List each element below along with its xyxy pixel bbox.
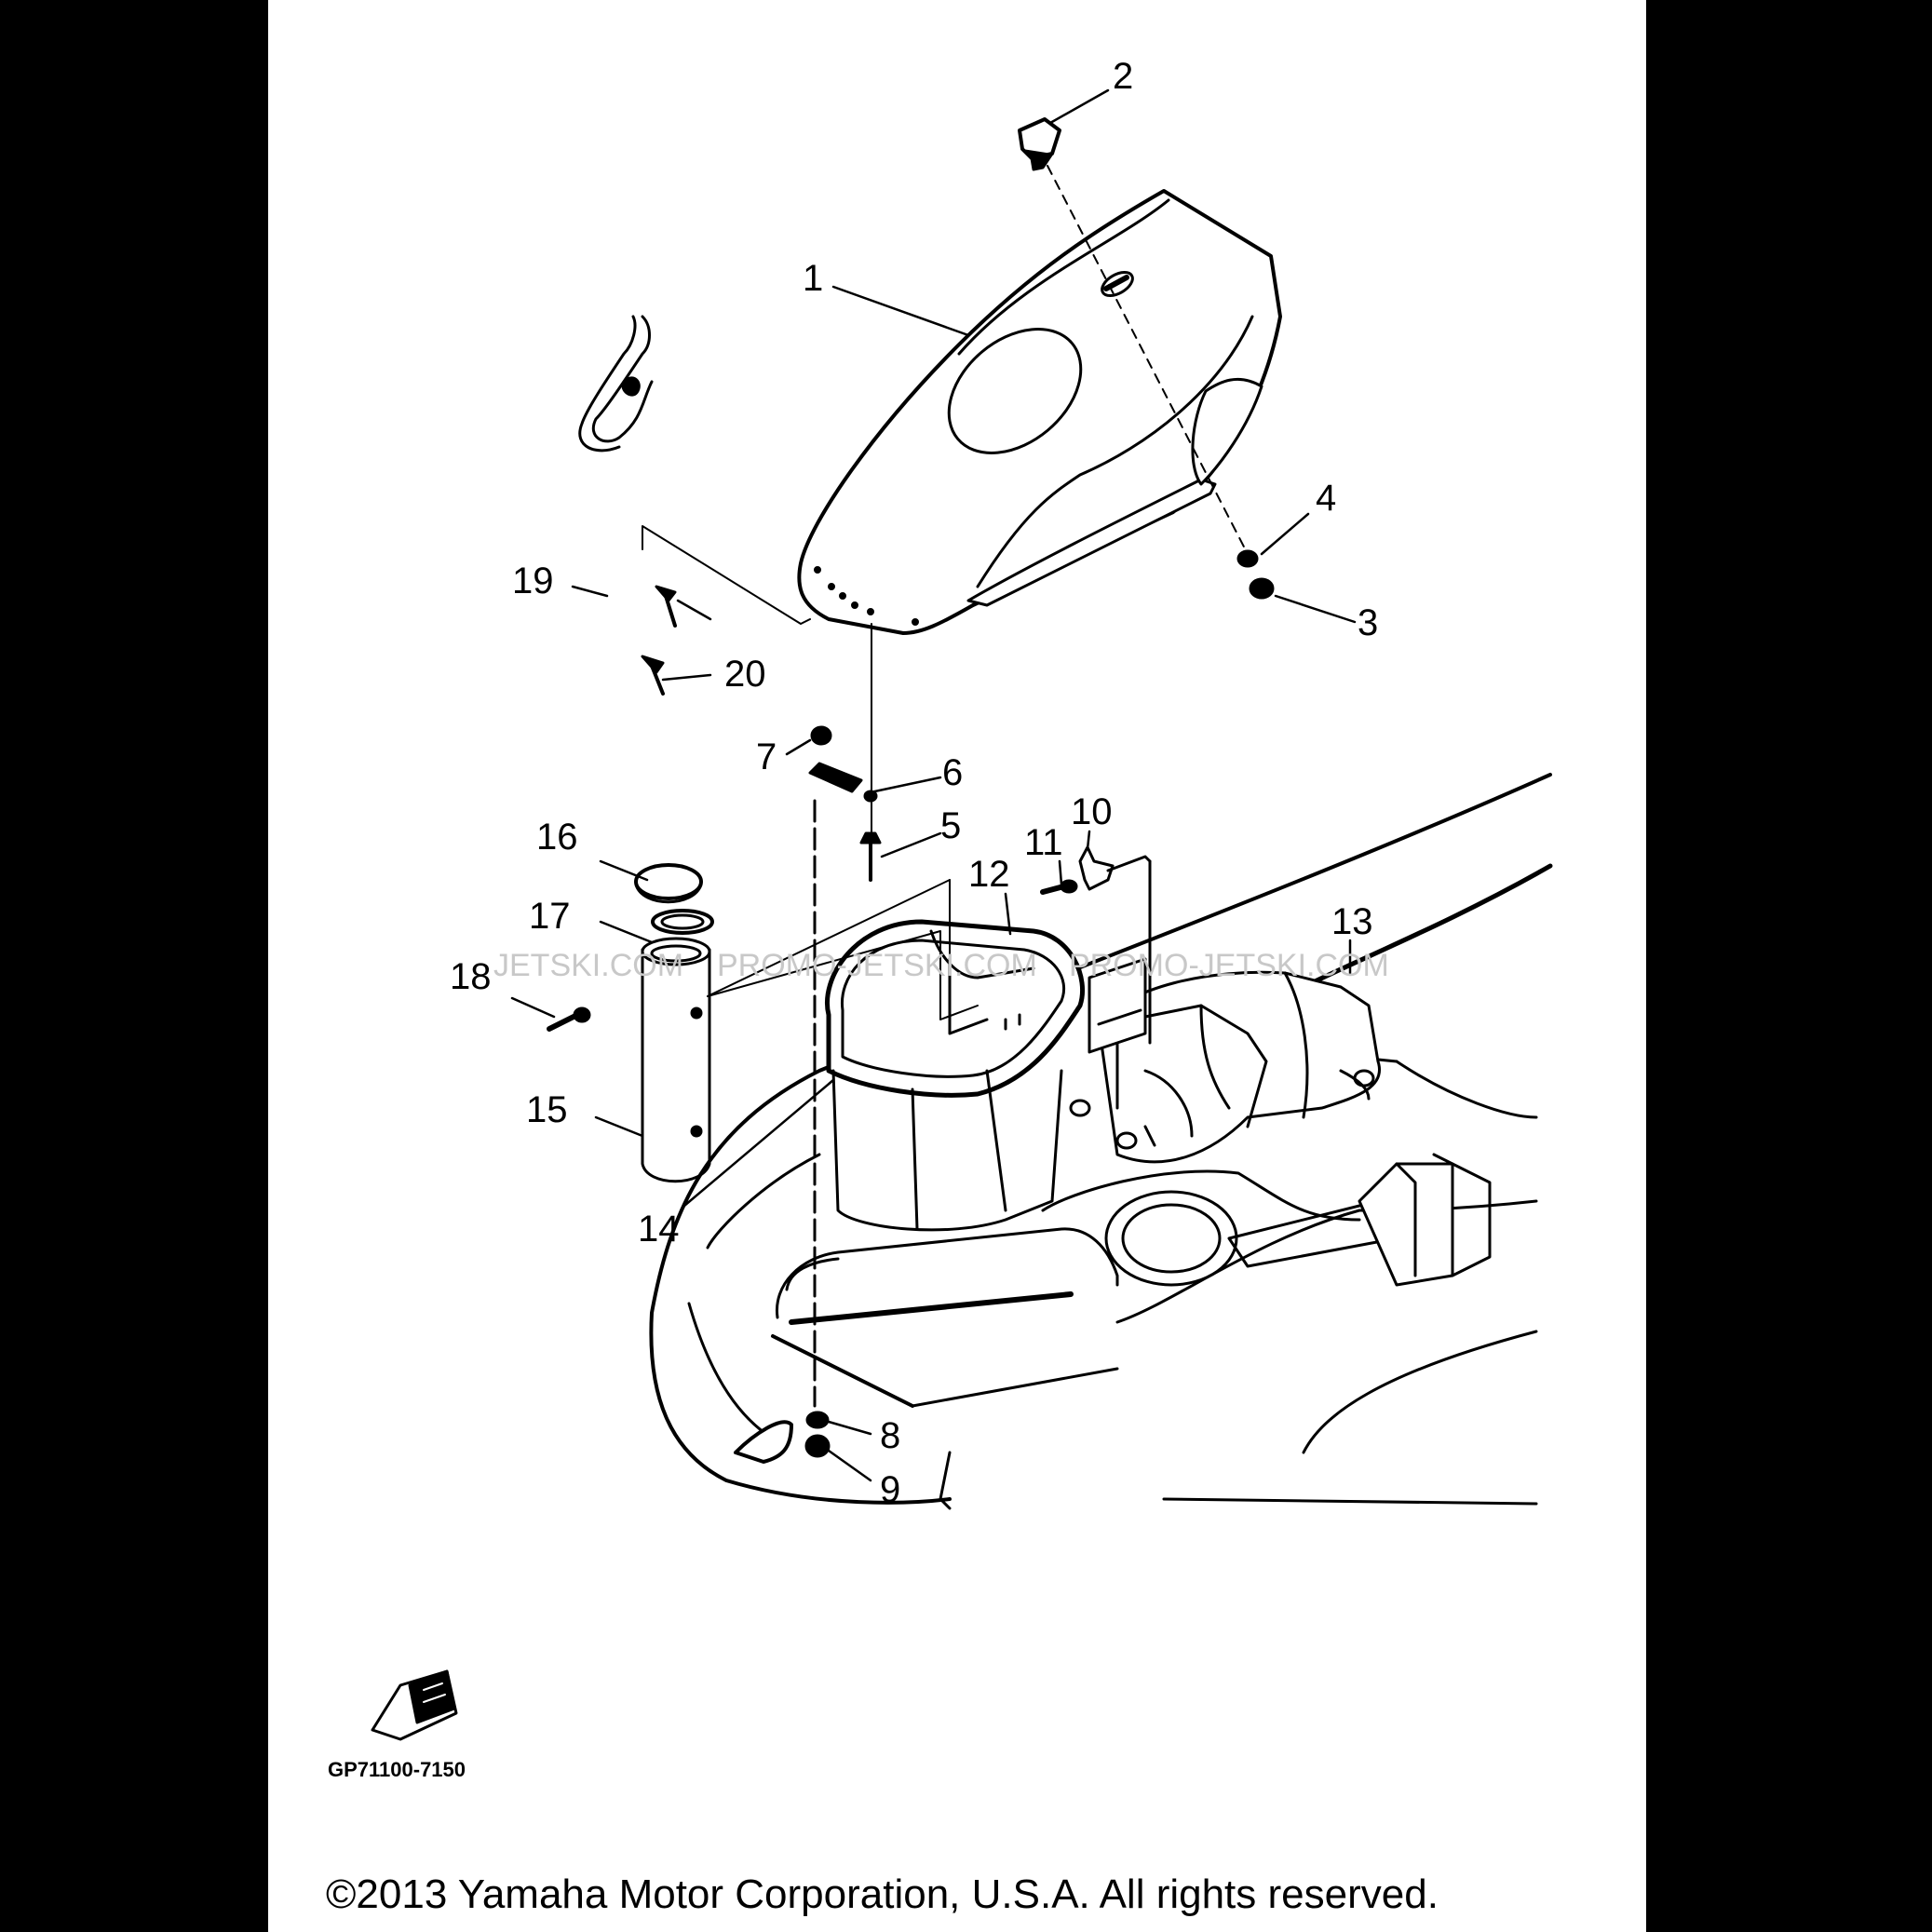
callout-11: 11 xyxy=(1024,822,1063,863)
callout-1: 1 xyxy=(803,258,823,299)
callout-20: 20 xyxy=(724,654,766,695)
front-direction-icon xyxy=(371,1669,458,1741)
callout-19: 19 xyxy=(512,561,554,601)
tube-assembly xyxy=(547,863,979,1183)
callout-17: 17 xyxy=(529,896,571,937)
callout-5: 5 xyxy=(940,805,961,846)
callout-2: 2 xyxy=(1113,56,1133,97)
callout-7: 7 xyxy=(756,736,777,777)
watermark-1: JETSKI.COM xyxy=(493,948,683,983)
knob-part xyxy=(1018,117,1061,171)
part-code: GP71100-7150 xyxy=(328,1758,466,1781)
nut-washer-parts xyxy=(1236,549,1275,600)
callout-4: 4 xyxy=(1316,478,1336,519)
storage-basket xyxy=(825,919,1086,1232)
callout-10: 10 xyxy=(1071,791,1113,832)
callout-12: 12 xyxy=(968,854,1010,895)
callout-18: 18 xyxy=(450,956,492,997)
watermark: JETSKI.COM PROMO-JETSKI.COM PROMO-JETSKI… xyxy=(493,948,1389,983)
copyright-footer: ©2013 Yamaha Motor Corporation, U.S.A. A… xyxy=(326,1871,1439,1917)
callout-13: 13 xyxy=(1331,901,1373,942)
callout-leaders xyxy=(510,88,1357,1482)
callout-3: 3 xyxy=(1358,602,1378,643)
callout-16: 16 xyxy=(536,817,578,858)
callout-6: 6 xyxy=(942,752,963,793)
bracket-screw xyxy=(1040,845,1152,895)
callout-15: 15 xyxy=(526,1089,568,1130)
callout-labels: 1 2 3 4 5 6 7 8 9 10 11 12 13 14 15 16 1… xyxy=(450,56,1378,1510)
callout-8: 8 xyxy=(880,1415,900,1456)
strap-rivets xyxy=(578,315,677,696)
watermark-2: PROMO-JETSKI.COM xyxy=(717,948,1037,983)
storage-box-assembly xyxy=(1069,859,1382,1164)
callout-9: 9 xyxy=(880,1469,900,1510)
watermark-3: PROMO-JETSKI.COM xyxy=(1069,948,1389,983)
latch-parts xyxy=(808,623,882,882)
callout-14: 14 xyxy=(638,1209,680,1250)
hull-body xyxy=(649,773,1553,1510)
hatch-cover xyxy=(642,189,1282,635)
bottom-fasteners xyxy=(804,799,831,1458)
leader-2-3 xyxy=(1047,165,1249,555)
